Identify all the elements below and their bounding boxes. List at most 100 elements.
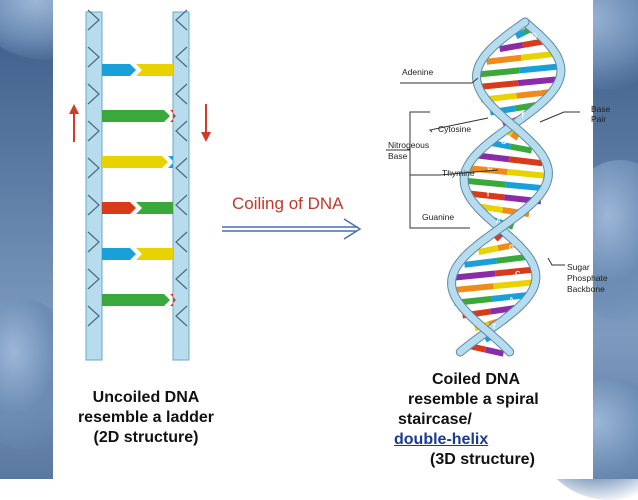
backbone-chevron <box>87 46 100 68</box>
base-pair-half <box>493 233 502 242</box>
backbone-label-line1: Sugar <box>567 262 590 272</box>
adenine-label: Adenine <box>402 67 434 77</box>
base-pair-half <box>478 67 520 78</box>
base-pair-half <box>464 257 497 268</box>
backbone-chevron <box>87 120 100 142</box>
base-pair-half <box>485 346 505 357</box>
base-letter: T <box>492 324 497 331</box>
base-block <box>170 294 176 306</box>
up-arrow-icon <box>69 104 79 142</box>
base-pair-half <box>451 283 494 294</box>
ladder-caption-line: Uncoiled DNA <box>92 389 200 406</box>
base-block <box>102 64 136 76</box>
helix-caption-line: Coiled DNA <box>432 371 520 388</box>
right-backbone <box>172 11 190 361</box>
base-pair-half <box>507 168 549 179</box>
helix-strand-a-fill <box>456 18 565 356</box>
base-block <box>102 110 170 122</box>
base-pair-label-line1: Base <box>591 104 611 114</box>
base-letter: C <box>540 60 545 67</box>
coiling-label: Coiling of DNA <box>232 194 344 213</box>
base-pair-half <box>467 190 505 201</box>
base-letter: A <box>536 86 541 93</box>
base-letter: T <box>486 192 491 199</box>
backbone-label-line3: Backbone <box>567 284 605 294</box>
base-letter: C <box>515 271 520 278</box>
left-backbone <box>85 11 103 361</box>
base-pair-half <box>519 63 561 74</box>
base-pair-label-line2: Pair <box>591 114 607 124</box>
cytosine-label: Cytosine <box>438 124 472 134</box>
backbone-chevron <box>175 157 188 179</box>
nitrogenous-base-label-line1: Nitrogeous <box>388 140 430 150</box>
slide <box>53 0 593 479</box>
base-pair-half <box>499 42 524 52</box>
base-pair-half <box>517 76 560 87</box>
backbone-chevron <box>175 268 188 290</box>
helix-caption-line: resemble a spiral <box>408 391 539 408</box>
helix-caption-line: staircase/ <box>398 411 472 428</box>
base-letter: A <box>496 218 501 225</box>
base-pair-half <box>463 177 507 188</box>
base-pair-half <box>486 54 522 65</box>
backbone-chevron <box>175 194 188 216</box>
base-block <box>136 248 173 260</box>
base-letter: T <box>521 112 526 119</box>
base-pair-half <box>484 335 493 343</box>
helix-caption-line: (3D structure) <box>430 451 535 468</box>
base-block <box>102 202 136 214</box>
base-pair-half <box>475 152 510 163</box>
base-pair-half <box>476 80 519 91</box>
nitrogenous-base-label-line2: Base <box>388 151 408 161</box>
base-pair-half <box>496 253 530 264</box>
base-pair-half <box>491 291 530 302</box>
base-pair-half <box>493 279 536 290</box>
backbone-label-line2: Phosphate <box>567 273 608 283</box>
base-pair-half <box>494 266 536 277</box>
backbone-chevron <box>87 194 100 216</box>
backbone-chevron <box>87 305 100 327</box>
base-pair-half <box>477 245 499 256</box>
backbone-chevron <box>175 83 188 105</box>
base-block <box>102 156 168 168</box>
dna-ladder-diagram: G C A T G C T A G C A T <box>69 9 580 361</box>
base-pair-half <box>510 131 520 141</box>
base-letter: A <box>509 297 514 304</box>
base-block <box>102 294 170 306</box>
backbone-chevron <box>87 231 100 253</box>
ladder-caption-line: resemble a ladder <box>77 409 215 426</box>
backbone-chevron <box>87 157 100 179</box>
base-letter: C <box>487 165 492 172</box>
backbone-chevron <box>175 46 188 68</box>
ladder-group <box>85 9 190 361</box>
base-block <box>168 156 174 168</box>
base-pair-half <box>509 143 533 154</box>
guanine-label: Guanine <box>422 212 455 222</box>
down-arrow-icon <box>201 104 211 142</box>
helix-caption: Coiled DNA resemble a spiral staircase/ … <box>392 370 592 470</box>
base-pair-half <box>520 50 557 61</box>
base-pair-half <box>508 156 543 167</box>
base-pair-half <box>514 29 526 40</box>
backbone-chevron <box>175 305 188 327</box>
double-helix-link[interactable]: double-helix <box>394 431 489 448</box>
backbone-chevron <box>87 83 100 105</box>
base-block <box>136 64 173 76</box>
base-letter: G <box>509 244 515 251</box>
backbone-chevron <box>175 120 188 142</box>
base-pair-half <box>454 270 496 281</box>
coiling-arrow-icon <box>222 218 362 240</box>
ladder-caption-line: (2D structure) <box>93 429 199 446</box>
backbone-chevron <box>87 268 100 290</box>
base-block <box>136 202 173 214</box>
helix-label-lines <box>386 77 580 266</box>
base-pair-half <box>466 164 508 175</box>
backbone-chevron <box>175 9 188 31</box>
thymine-label: Thymine <box>442 168 475 178</box>
base-letter: G <box>532 33 538 40</box>
helix-strand-b-fill <box>448 18 552 356</box>
base-block <box>170 110 176 122</box>
ladder-caption: Uncoiled DNA resemble a ladder (2D struc… <box>66 388 226 448</box>
base-letter: G <box>501 139 507 146</box>
double-helix-diagram: G C A T G C T A G C A T <box>447 17 566 357</box>
